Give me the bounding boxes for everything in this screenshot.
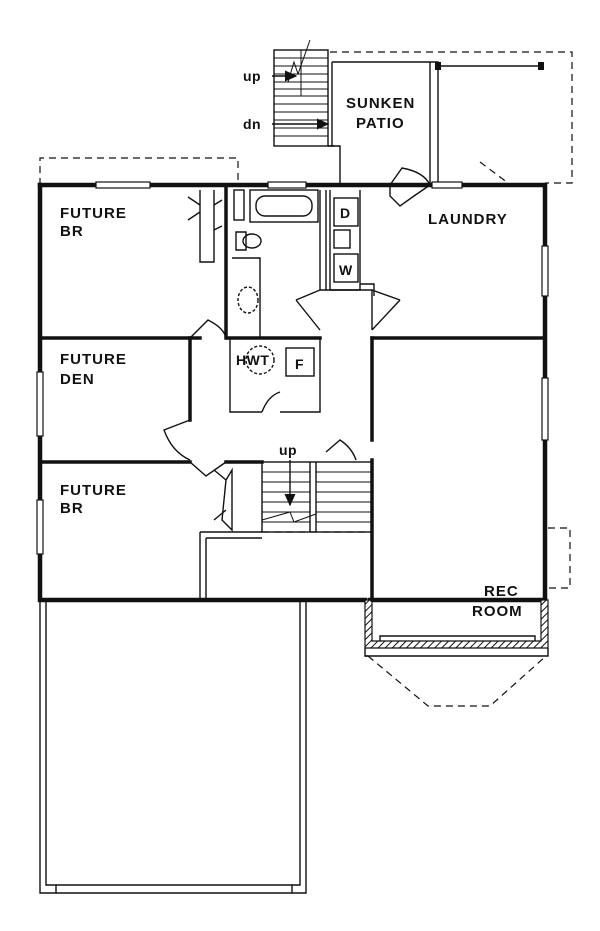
label-patio-stair-down: dn [243, 116, 261, 132]
interior-walls [38, 183, 547, 602]
label-future-br-top-line2: BR [60, 223, 84, 240]
stair-labels: up dn up [243, 68, 297, 458]
label-hot-water-tank: HWT [236, 352, 269, 368]
bathroom-fixtures [187, 189, 401, 413]
label-future-br-bottom-line2: BR [60, 500, 84, 517]
laundry-appliances [329, 190, 375, 296]
overhang-outlines [39, 51, 573, 707]
label-rec-room-line1: REC [484, 583, 519, 600]
main-stair [199, 460, 373, 600]
rec-room-bay [364, 599, 549, 657]
label-future-br-top-line1: FUTURE [60, 205, 127, 222]
label-main-stair-up: up [279, 442, 297, 458]
sunken-patio [272, 39, 544, 183]
doors [163, 167, 431, 532]
label-sunken-patio-line2: PATIO [356, 115, 405, 132]
label-rec-room-line2: ROOM [472, 603, 523, 620]
exterior-walls [37, 182, 548, 603]
label-sunken-patio-line1: SUNKEN [346, 95, 415, 112]
garage [39, 600, 307, 894]
appliance-labels: D W HWT F [236, 205, 353, 372]
label-laundry: LAUNDRY [428, 211, 508, 228]
label-washer: W [339, 262, 353, 278]
label-patio-stair-up: up [243, 68, 261, 84]
label-future-den-line2: DEN [60, 371, 95, 388]
label-future-den-line1: FUTURE [60, 351, 127, 368]
label-furnace: F [295, 356, 304, 372]
label-future-br-bottom-line1: FUTURE [60, 482, 127, 499]
windows [36, 181, 549, 555]
label-dryer: D [340, 205, 351, 221]
room-labels: FUTURE BR FUTURE DEN FUTURE BR LAUNDRY R… [60, 95, 523, 620]
